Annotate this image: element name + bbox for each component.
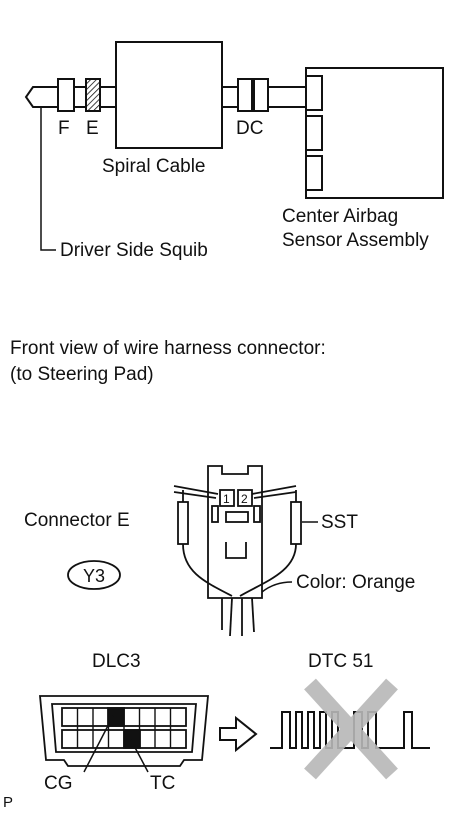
dlc3-pin-tc <box>123 729 141 749</box>
x-cross-icon <box>304 678 398 780</box>
label-driver-side-squib: Driver Side Squib <box>60 240 208 261</box>
sst-probe-right <box>239 485 302 597</box>
sst-probe-left-lead <box>182 543 233 597</box>
connector-latch <box>225 511 249 523</box>
label-front-view-line1: Front view of wire harness connector: <box>10 338 326 359</box>
connector-housing <box>207 465 263 599</box>
dlc3-connector <box>39 695 209 773</box>
sensor-port-1 <box>305 75 323 111</box>
sst-probe-right-lead <box>239 543 297 597</box>
pin-cavity-2 <box>237 489 253 507</box>
squib-plug <box>24 86 40 108</box>
sensor-port-3 <box>305 155 323 191</box>
housing-detail-left <box>211 505 219 523</box>
dlc3-pin-cg <box>107 707 125 727</box>
label-dtc51: DTC 51 <box>308 651 374 672</box>
housing-detail-right <box>253 505 261 523</box>
squib-leader-line <box>40 108 56 251</box>
harness-wire-2 <box>229 597 233 637</box>
sst-probe-left <box>173 485 233 597</box>
label-dc: DC <box>236 118 264 139</box>
pin-label-2: 2 <box>241 492 248 506</box>
sensor-port-2 <box>305 115 323 151</box>
color-leader-line <box>261 581 293 593</box>
dtc51-waveform <box>270 678 430 780</box>
connector-f <box>57 78 75 112</box>
sst-probe-right-body <box>290 501 302 545</box>
label-color-orange: Color: Orange <box>296 572 416 593</box>
sensor-assembly-box <box>305 67 444 199</box>
label-front-view-line2: (to Steering Pad) <box>10 364 154 385</box>
label-e: E <box>86 118 99 139</box>
connector-e-top <box>85 78 101 112</box>
pin-cavity-1 <box>219 489 235 507</box>
pin-label-1: 1 <box>223 492 230 506</box>
label-f: F <box>58 118 70 139</box>
spiral-cable-box <box>115 41 223 149</box>
label-sst: SST <box>321 512 358 533</box>
label-spiral-cable: Spiral Cable <box>102 156 206 177</box>
label-center-airbag-line1: Center Airbag <box>282 206 399 227</box>
hollow-right-arrow-icon <box>219 715 258 753</box>
y3-badge <box>67 560 121 590</box>
connector-e-front-view <box>67 465 318 637</box>
connector-dc-left <box>237 78 253 112</box>
sst-probe-left-body <box>177 501 189 545</box>
dlc3-inner-shell <box>51 703 197 753</box>
harness-wire-4 <box>251 597 255 633</box>
label-connector-e: Connector E <box>24 510 130 531</box>
airbag-circuit <box>24 41 444 251</box>
tc-leader-line <box>130 739 149 773</box>
connector-dc-right <box>253 78 269 112</box>
label-tc: TC <box>150 773 176 794</box>
label-center-airbag-line2: Sensor Assembly <box>282 230 429 251</box>
label-corner-p: P <box>3 794 14 811</box>
y3-label: Y3 <box>83 566 105 586</box>
connector-slot <box>225 542 247 559</box>
cg-leader-line <box>83 715 114 773</box>
label-cg: CG <box>44 773 73 794</box>
label-dlc3: DLC3 <box>92 651 141 672</box>
